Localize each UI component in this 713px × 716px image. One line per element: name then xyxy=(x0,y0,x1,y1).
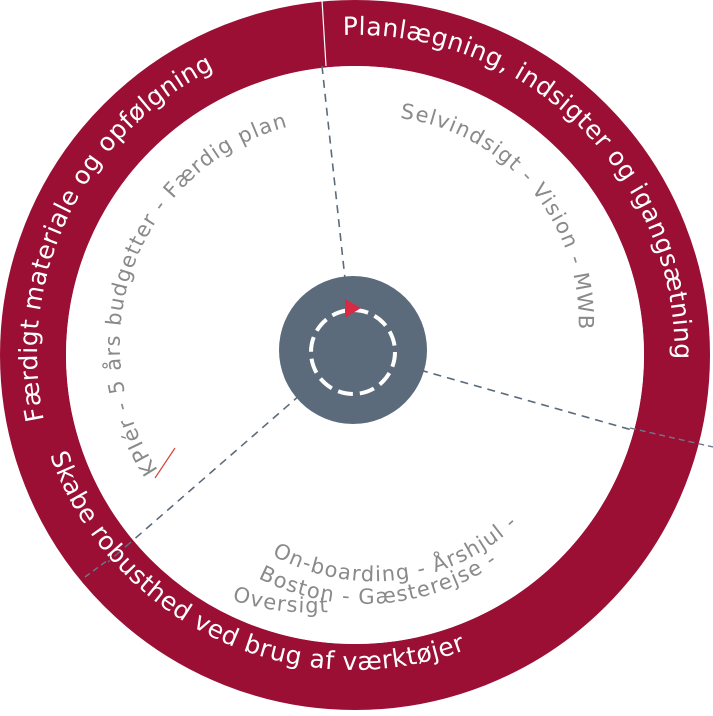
hub-marker-triangle xyxy=(345,299,361,318)
cycle-arrows-icon xyxy=(279,276,427,424)
ring-separator-left xyxy=(84,559,109,578)
divider-left xyxy=(107,394,301,563)
divider-right xyxy=(419,369,633,431)
hub-dashed-circle xyxy=(309,308,397,396)
spellcheck-underline xyxy=(154,447,176,479)
ring-separator-top xyxy=(321,0,327,67)
center-hub xyxy=(279,276,427,424)
ring-separator-right xyxy=(629,427,713,448)
divider-top xyxy=(321,65,347,289)
